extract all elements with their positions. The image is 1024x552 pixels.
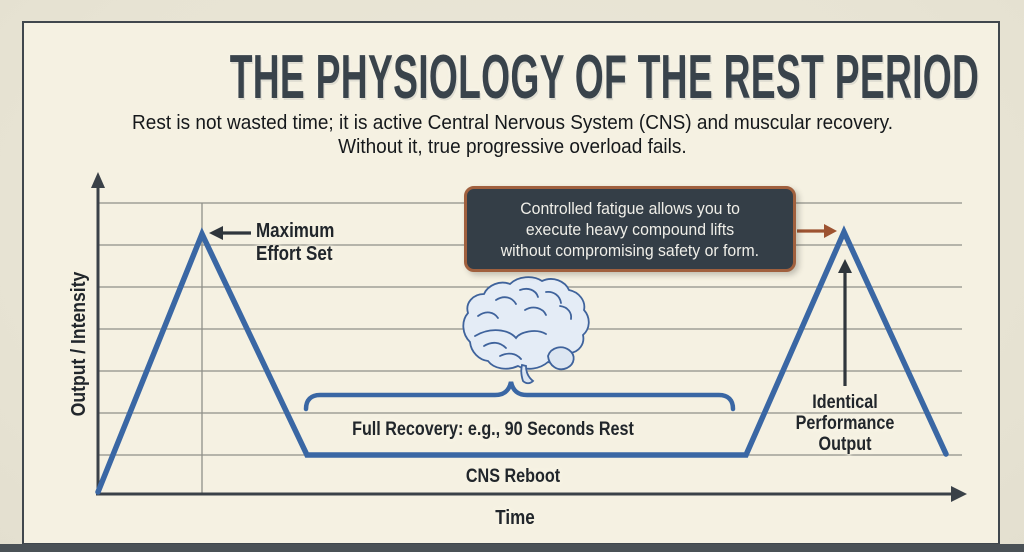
max-effort-label: Maximum Effort Set [256,220,334,266]
max-effort-label-line-1: Maximum [256,220,335,242]
max-effort-label-line-2: Effort Set [256,243,333,265]
identical-output-label-line-3: Output [818,434,872,455]
x-axis-label: Time [495,507,535,529]
page-title: THE PHYSIOLOGY OF THE REST PERIOD [0,41,1024,112]
subtitle-line-1: Rest is not wasted time; it is active Ce… [131,112,893,134]
identical-output-label-line-2: Performance [795,413,895,434]
cns-reboot-label: CNS Reboot [465,466,561,487]
callout-box: Controlled fatigue allows you to execute… [464,186,796,272]
callout-line-3: without compromising safety or form. [500,240,760,260]
bottom-edge-band [0,544,1024,552]
performance-line [95,225,949,495]
identical-output-label: Identical Performance Output [781,392,909,455]
y-axis-arrowhead [91,172,105,188]
x-axis-arrowhead [951,486,967,502]
max-effort-arrow [209,226,251,240]
recovery-brace [303,381,736,412]
brain-icon [462,276,590,385]
callout-arrow [797,224,837,238]
callout-line-2: execute heavy compound lifts [525,219,735,239]
page-title-text: THE PHYSIOLOGY OF THE REST PERIOD [229,41,980,112]
full-recovery-label: Full Recovery: e.g., 90 Seconds Rest [352,419,634,440]
page-subtitle: Rest is not wasted time; it is active Ce… [0,111,1024,159]
y-axis-label: Output / Intensity [68,271,90,417]
identical-output-label-line-1: Identical [812,392,878,413]
axes [91,172,967,502]
identical-output-arrow [838,259,852,386]
callout-line-1: Controlled fatigue allows you to [520,198,740,218]
subtitle-line-2: Without it, true progressive overload fa… [337,136,687,158]
